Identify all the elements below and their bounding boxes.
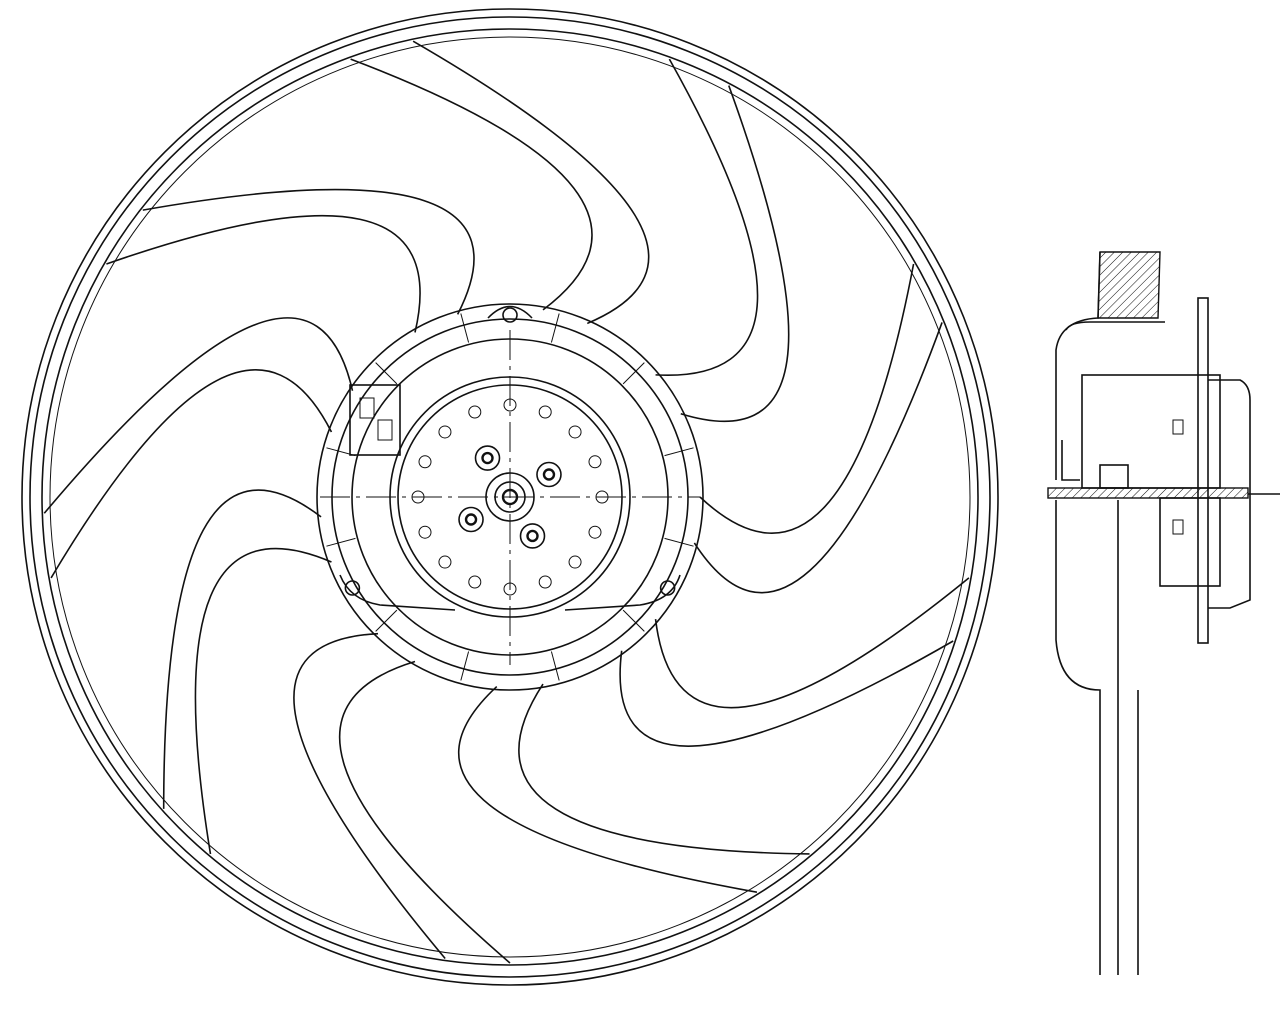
bolt	[481, 451, 494, 465]
vent-hole	[438, 425, 452, 439]
vent-hole	[438, 555, 452, 569]
hub-rib	[664, 537, 694, 547]
fan-blade	[293, 632, 511, 964]
fan-blade	[693, 263, 943, 594]
blade-edge	[412, 40, 650, 325]
blade-edge	[457, 685, 758, 893]
fan-blade	[106, 188, 475, 333]
fan-blade	[350, 40, 650, 325]
blade-edge	[162, 489, 322, 809]
blade-edge	[50, 369, 333, 579]
bolt	[526, 529, 539, 543]
bolt-boss	[474, 445, 501, 471]
blade-edge	[43, 317, 354, 514]
shaft	[485, 472, 535, 522]
blade-edge	[350, 58, 593, 311]
hub-rib	[375, 609, 398, 632]
center-lines	[320, 330, 700, 665]
hub-rib	[664, 447, 694, 457]
blade-edge	[654, 577, 970, 709]
blade-edge	[293, 632, 446, 959]
hub-rib	[460, 313, 470, 343]
fan-side-view	[1047, 251, 1280, 975]
vent-hole	[538, 575, 552, 589]
fan-blade	[162, 489, 332, 855]
bolt-boss	[519, 523, 546, 549]
bolt-boss	[458, 506, 484, 533]
mount-lug	[659, 580, 676, 596]
hub-rib	[622, 609, 645, 632]
bolt-boss	[536, 461, 562, 488]
vent-hole	[538, 405, 552, 419]
blade-edge	[699, 263, 915, 534]
bolt	[542, 468, 556, 481]
hub-rib	[550, 313, 560, 343]
vent-hole	[418, 525, 432, 539]
shroud-ring	[21, 8, 999, 986]
hub-rib	[375, 362, 398, 385]
blade-edge	[693, 322, 943, 594]
blade-edge	[142, 188, 475, 315]
hub-rib	[460, 651, 470, 681]
fan-blade	[43, 317, 354, 579]
motor-plate	[326, 307, 694, 681]
blade-edge	[518, 683, 810, 855]
vent-hole	[468, 405, 482, 419]
bolt	[464, 513, 478, 526]
mount-lug	[344, 580, 361, 596]
blade-edge	[106, 214, 421, 333]
connector	[349, 384, 401, 456]
vent-hole	[568, 555, 582, 569]
blade-edge	[619, 640, 954, 747]
fan-blade	[619, 577, 970, 747]
vent-hole	[568, 425, 582, 439]
vent-hole	[418, 455, 432, 469]
hub-rib	[622, 362, 645, 385]
fan-blades	[43, 40, 970, 964]
blade-edge	[338, 660, 511, 964]
hub-rib	[326, 537, 356, 547]
blade-edge	[194, 547, 332, 855]
hub-rib	[550, 651, 560, 681]
fan-front-view	[21, 8, 999, 986]
blade-edge	[680, 85, 790, 423]
blade-edge	[655, 58, 759, 376]
vent-hole	[468, 575, 482, 589]
fan-blade	[457, 683, 810, 893]
mount-lug	[502, 307, 518, 323]
vent-hole	[588, 525, 602, 539]
vent-hole	[588, 455, 602, 469]
fan-blade	[655, 58, 790, 423]
